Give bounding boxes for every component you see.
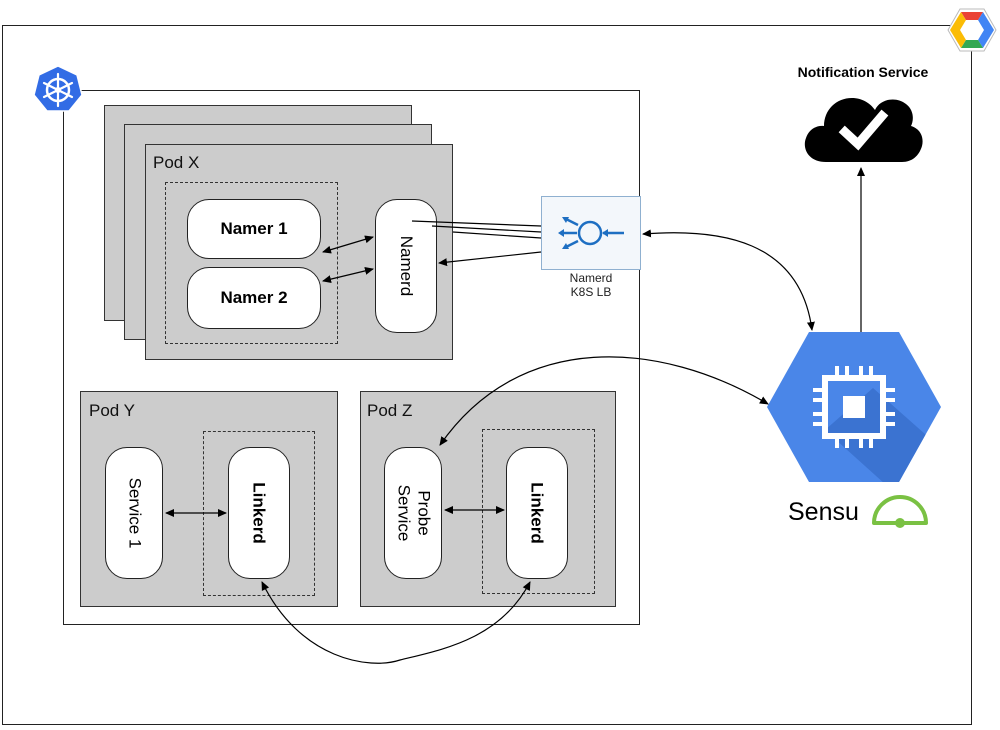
namer-1-label: Namer 1 xyxy=(220,219,288,238)
notification-service-title: Notification Service xyxy=(797,64,929,80)
pod-z-label: Pod Z xyxy=(367,401,413,420)
edge-linkerd-linkerd xyxy=(261,581,531,664)
pod-x-namer-group xyxy=(165,182,338,344)
namer-2-node: Namer 2 xyxy=(187,267,321,329)
namer-1-node: Namer 1 xyxy=(187,199,321,259)
linkerd-z-node: Linkerd xyxy=(506,447,568,579)
linkerd-y-node: Linkerd xyxy=(228,447,290,579)
namerd-lb-label: Namerd K8S LB xyxy=(548,271,634,299)
edge-pod-mid-lb xyxy=(431,225,542,233)
kubernetes-logo xyxy=(33,65,83,112)
lb-label-line-1: Namerd xyxy=(569,271,613,285)
namer-2-label: Namer 2 xyxy=(220,288,288,307)
edge-lb-sensu xyxy=(642,229,815,331)
load-balancer-icon xyxy=(558,217,624,249)
compute-engine-hexagon xyxy=(767,332,941,482)
gcp-logo xyxy=(947,8,997,52)
edge-pod-front-lb xyxy=(452,231,542,239)
edge-lb-namerd xyxy=(438,251,542,267)
edge-namer1-namerd xyxy=(322,235,374,254)
edge-sensu-probe xyxy=(439,356,769,446)
lb-label-line-2: K8S LB xyxy=(570,285,612,299)
namerd-lb-node xyxy=(541,196,641,270)
cloud-check-icon xyxy=(804,98,923,162)
service-1-node: Service 1 xyxy=(105,447,163,579)
edge-pod-back-lb xyxy=(411,220,542,227)
gcp-project-frame xyxy=(2,25,972,725)
edge-namer2-namerd xyxy=(322,266,374,284)
sensu-label: Sensu xyxy=(788,498,859,526)
pod-y-label: Pod Y xyxy=(89,401,136,420)
pod-x-label: Pod X xyxy=(153,153,200,172)
sensu-logo-icon xyxy=(872,495,928,528)
compute-chip-icon xyxy=(813,366,895,448)
probe-service-node: Probe Service xyxy=(384,447,442,579)
